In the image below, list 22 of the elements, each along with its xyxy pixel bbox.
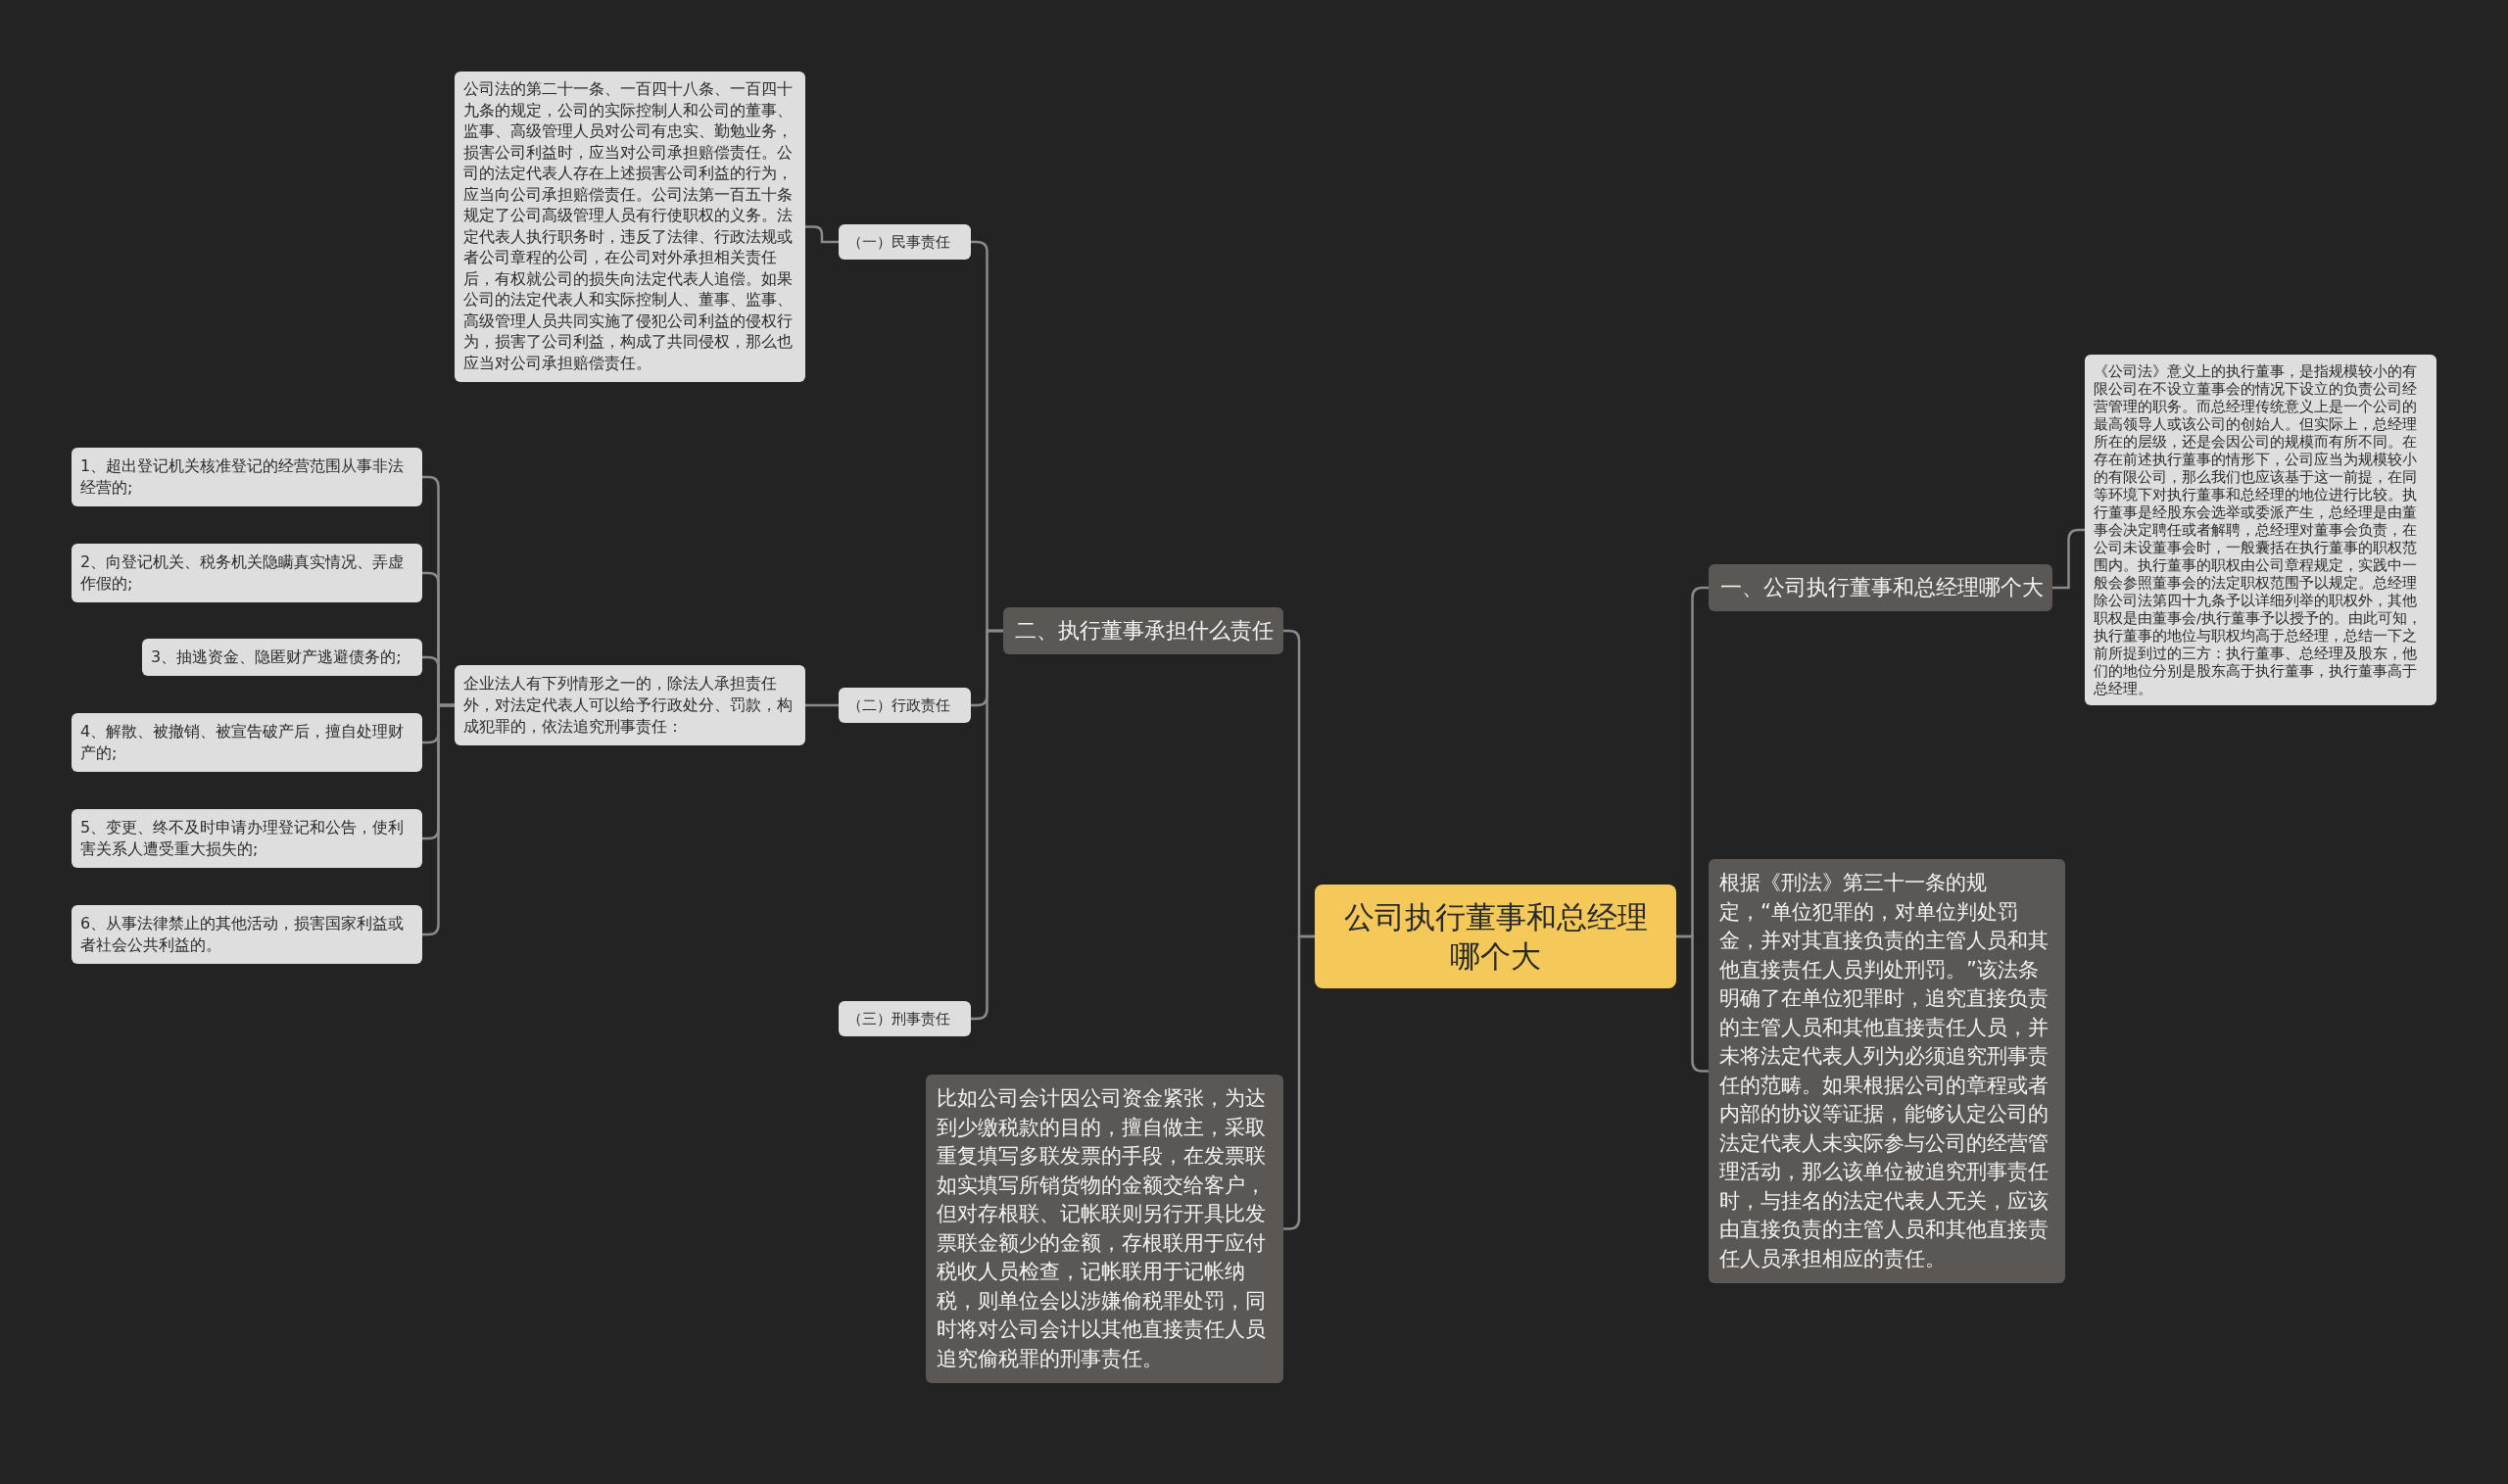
text-card: 4、解散、被撤销、被宣告破产后，擅自处理财产的; — [72, 713, 422, 772]
text-card: 2、向登记机关、税务机关隐瞒真实情况、弄虚作假的; — [72, 544, 422, 602]
connector-line — [1676, 934, 1709, 1073]
subtopic-box: （二）行政责任 — [839, 688, 971, 723]
connector-line — [805, 703, 839, 707]
text-card: 比如公司会计因公司资金紧张，为达到少缴税款的目的，擅自做主，采取重复填写多联发票的手段，在发票联如实填写所销货物的金额交给客户，但对存根联、记帐联则另行开具比发票联金额少的金额，存根联用于应付税收人员检查，记帐联用于记帐纳税，则单位会以涉嫌偷税罪处罚，同时将对公司会计以其他直接责任人员追究偷税罪的刑事责任。 — [926, 1075, 1283, 1383]
text-card: 6、从事法律禁止的其他活动，损害国家利益或者社会公共利益的。 — [72, 905, 422, 964]
text-card: 《公司法》意义上的执行董事，是指规模较小的有限公司在不设立董事会的情况下设立的负责公司经营管理的职务。而总经理传统意义上是一个公司的最高领导人或该公司的创始人。但实际上，总经理所在的层级，还是会因公司的规模而有所不同。在存在前述执行董事的情形下，公司应当为规模较小的有限公司，那么我们也应该基于这一前提，在同等环境下对执行董事和总经理的地位进行比较。执行董事是经股东会选举或委派产生，总经理是由董事会决定聘任或者解聘，总经理对董事会负责，在公司未设董事会时，一般囊括在执行董事的职权范围内。执行董事的职权由公司章程规定，实践中一般会参照董事会的法定职权范围予以规定。总经理除公司法第四十九条予以详细列举的职权外，其他职权是由董事会/执行董事予以授予的。由此可知，执行董事的地位与职权均高于总经理，总结一下之前所提到过的三方：执行董事、总经理及股东，他们的地位分别是股东高于执行董事，执行董事高于总经理。 — [2085, 355, 2436, 705]
connector-line — [422, 703, 455, 936]
central-topic-box: 公司执行董事和总经理哪个大 — [1315, 885, 1676, 988]
connector-line — [2052, 528, 2085, 590]
subtopic-box: （三）刑事责任 — [839, 1001, 971, 1036]
branch-topic-box: 二、执行董事承担什么责任 — [1003, 607, 1283, 654]
text-card: 1、超出登记机关核准登记的经营范围从事非法经营的; — [72, 448, 422, 506]
text-card: 3、抽逃资金、隐匿财产逃避债务的; — [142, 639, 422, 676]
text-card: 根据《刑法》第三十一条的规定，“单位犯罪的，对单位判处罚金，并对其直接负责的主管人员和其他直接责任人员判处刑罚。”该法条明确了在单位犯罪时，追究直接负责的主管人员和其他直接责任人员，并未将法定代表人列为必须追究刑事责任的范畴。如果根据公司的章程或者内部的协议等证据，能够认定公司的法定代表人未实际参与公司的经营管理活动，那么该单位被追究刑事责任时，与挂名的法定代表人无关，应该由直接负责的主管人员和其他直接责任人员承担相应的责任。 — [1709, 859, 2065, 1283]
text-card: 公司法的第二十一条、一百四十八条、一百四十九条的规定，公司的实际控制人和公司的董事、监事、高级管理人员对公司有忠实、勤勉业务，损害公司利益时，应当对公司承担赔偿责任。公司的法定代表人存在上述损害公司利益的行为，应当向公司承担赔偿责任。公司法第一百五十条规定了公司高级管理人员有行使职权的义务。法定代表人执行职务时，违反了法律、行政法规或者公司章程的公司，在公司对外承担相关责任后，有权就公司的损失向法定代表人追偿。如果公司的法定代表人和实际控制人、董事、监事、高级管理人员共同实施了侵犯公司利益的侵权行为，损害了公司利益，构成了共同侵权，那么也应当对公司承担赔偿责任。 — [455, 72, 805, 382]
text-card: 5、变更、终不及时申请办理登记和公告，使利害关系人遭受重大损失的; — [72, 809, 422, 868]
subtopic-box: （一）民事责任 — [839, 224, 971, 260]
connector-line — [805, 225, 839, 244]
branch-topic-box: 一、公司执行董事和总经理哪个大 — [1709, 564, 2052, 611]
text-card: 企业法人有下列情形之一的，除法人承担责任外，对法定代表人可以给予行政处分、罚款，构成犯罪的，依法追究刑事责任： — [455, 665, 805, 745]
